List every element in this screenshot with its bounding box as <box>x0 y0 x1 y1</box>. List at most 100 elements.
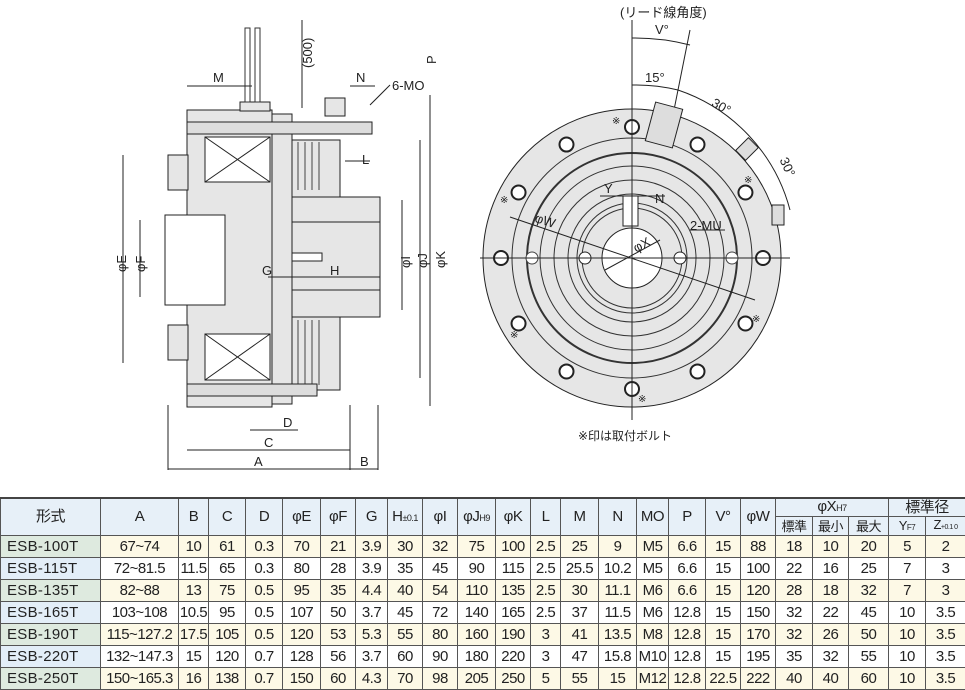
model-cell: ESB-190T <box>1 624 101 646</box>
table-cell: 3.5 <box>926 624 965 646</box>
table-cell: 15.8 <box>599 646 637 668</box>
table-cell: 55 <box>849 646 889 668</box>
table-cell: 10 <box>889 602 926 624</box>
col-j-tolerance: H9 <box>479 513 490 523</box>
dim-j: φJ <box>415 253 430 268</box>
table-cell: 3 <box>531 646 561 668</box>
table-cell: 15 <box>599 668 637 690</box>
mounting-tab <box>325 98 345 116</box>
table-cell: 90 <box>423 646 458 668</box>
table-cell: M5 <box>637 536 669 558</box>
bolt-hole <box>691 364 705 378</box>
bolt-hole <box>691 138 705 152</box>
col-x-tolerance: H7 <box>836 503 847 513</box>
model-cell: ESB-250T <box>1 668 101 690</box>
table-cell: 0.5 <box>246 580 283 602</box>
table-cell: 100 <box>741 558 776 580</box>
table-cell: 10 <box>179 536 209 558</box>
dim-d: D <box>283 415 292 430</box>
table-cell: 7 <box>889 580 926 602</box>
col-m: M <box>561 498 599 536</box>
table-cell: 67~74 <box>101 536 179 558</box>
bolt-hole <box>512 186 526 200</box>
model-cell: ESB-220T <box>1 646 101 668</box>
clutch-brake-drawing: (500) M N P 6-MO L φE φF G H φI φJ φK D … <box>0 0 965 495</box>
spec-table: 形式 A B C D φE φF G H±0.1 φI φJH9 φK L M … <box>0 497 965 690</box>
table-cell: 3.5 <box>926 646 965 668</box>
table-cell: 75 <box>209 580 246 602</box>
table-cell: 61 <box>209 536 246 558</box>
table-cell: 98 <box>423 668 458 690</box>
dim-y: Y <box>604 181 613 196</box>
table-cell: 11.1 <box>599 580 637 602</box>
lead-angle-label: (リード線角度) <box>620 5 707 20</box>
table-cell: 100 <box>496 536 531 558</box>
table-cell: 110 <box>458 580 496 602</box>
table-cell: 16 <box>179 668 209 690</box>
table-cell: 120 <box>283 624 321 646</box>
dim-lead-length: (500) <box>300 38 315 68</box>
table-cell: 3.7 <box>356 646 388 668</box>
table-cell: 32 <box>813 646 849 668</box>
table-cell: 3.5 <box>926 602 965 624</box>
table-cell: 56 <box>321 646 356 668</box>
table-cell: 32 <box>423 536 458 558</box>
table-cell: 0.5 <box>246 602 283 624</box>
table-cell: 90 <box>458 558 496 580</box>
table-cell: 220 <box>496 646 531 668</box>
table-cell: 3.9 <box>356 536 388 558</box>
col-x-min: 最小 <box>813 517 849 536</box>
table-cell: 2.5 <box>531 536 561 558</box>
table-cell: 11.5 <box>179 558 209 580</box>
table-cell: 4.3 <box>356 668 388 690</box>
table-cell: 40 <box>776 668 813 690</box>
table-cell: 45 <box>423 558 458 580</box>
table-cell: 160 <box>458 624 496 646</box>
col-y: YF7 <box>889 517 926 536</box>
table-cell: 26 <box>813 624 849 646</box>
table-cell: 107 <box>283 602 321 624</box>
dim-2-mu: 2-MU <box>690 218 722 233</box>
angle-30a: 30° <box>709 95 734 118</box>
col-z-tolerance: +0.1 0 <box>941 524 958 531</box>
table-cell: 150~165.3 <box>101 668 179 690</box>
table-cell: 0.7 <box>246 646 283 668</box>
table-cell: 6.6 <box>669 536 706 558</box>
angle-30b: 30° <box>777 155 799 179</box>
table-cell: 18 <box>776 536 813 558</box>
table-cell: 120 <box>741 580 776 602</box>
table-cell: 22 <box>776 558 813 580</box>
table-cell: 75 <box>458 536 496 558</box>
table-cell: 250 <box>496 668 531 690</box>
table-cell: 5 <box>889 536 926 558</box>
table-cell: 35 <box>388 558 423 580</box>
table-cell: 15 <box>706 580 741 602</box>
table-cell: 35 <box>776 646 813 668</box>
col-v: V° <box>706 498 741 536</box>
table-cell: 7 <box>889 558 926 580</box>
table-cell: M6 <box>637 602 669 624</box>
table-cell: 120 <box>209 646 246 668</box>
table-cell: 11.5 <box>599 602 637 624</box>
table-cell: 2.5 <box>531 558 561 580</box>
table-cell: 10 <box>889 668 926 690</box>
table-cell: 35 <box>321 580 356 602</box>
col-z-label: Z <box>933 517 940 532</box>
table-cell: 0.7 <box>246 668 283 690</box>
table-cell: M5 <box>637 558 669 580</box>
side-view: (500) M N P 6-MO L φE φF G H φI φJ φK D … <box>114 20 448 470</box>
bolt-hole <box>560 364 574 378</box>
dim-i: φI <box>398 256 413 268</box>
table-cell: M8 <box>637 624 669 646</box>
table-cell: 3.9 <box>356 558 388 580</box>
table-cell: 80 <box>283 558 321 580</box>
col-b: B <box>179 498 209 536</box>
table-cell: 6.6 <box>669 580 706 602</box>
table-cell: 32 <box>776 624 813 646</box>
table-cell: 50 <box>849 624 889 646</box>
